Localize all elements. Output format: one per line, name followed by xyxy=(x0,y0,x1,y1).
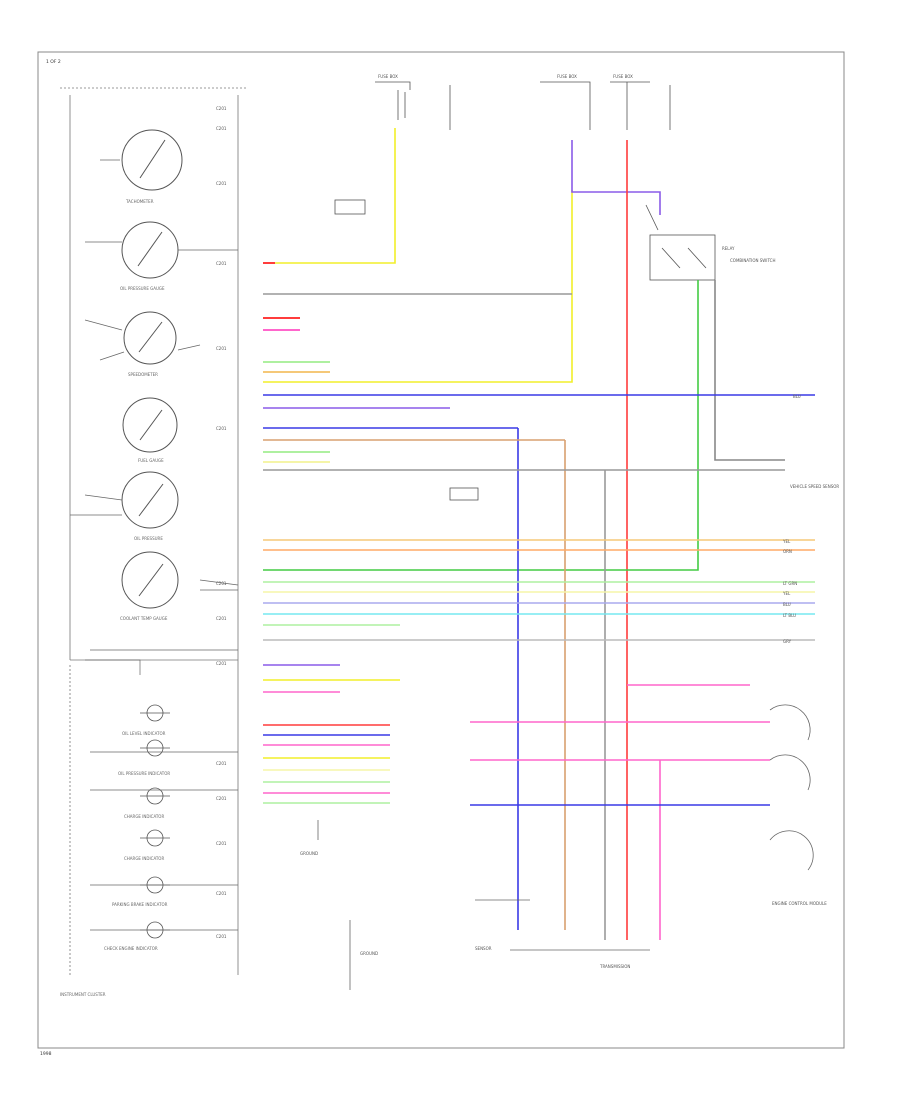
combination-switch-label: COMBINATION SWITCH xyxy=(730,258,775,263)
indicator-caption-1: OIL PRESSURE INDICATOR xyxy=(118,771,170,776)
svg-text:C201: C201 xyxy=(216,581,227,586)
ground-label-1: GROUND xyxy=(300,851,318,856)
svg-text:BLU: BLU xyxy=(783,602,791,607)
ground-label-2: GROUND xyxy=(360,951,378,956)
gauge-coolant xyxy=(121,551,179,609)
relay xyxy=(645,204,716,281)
svg-text:C201: C201 xyxy=(216,761,227,766)
wire-yellow-vertical xyxy=(263,128,396,264)
svg-text:C201: C201 xyxy=(216,106,227,111)
diagram-frame xyxy=(37,51,845,1049)
gauge-group xyxy=(121,129,183,609)
indicator-caption-5: CHECK ENGINE INDICATOR xyxy=(104,946,158,951)
right-module xyxy=(769,704,814,871)
svg-text:C201: C201 xyxy=(216,934,227,939)
gauge-captions: TACHOMETER OIL PRESSURE GAUGE SPEEDOMETE… xyxy=(120,199,168,621)
svg-text:LT GRN: LT GRN xyxy=(783,581,797,586)
gauge-caption-speedometer: SPEEDOMETER xyxy=(128,372,158,377)
gauge-caption-oil: OIL PRESSURE xyxy=(134,536,163,541)
svg-text:C201: C201 xyxy=(216,796,227,801)
cluster-connector-labels: C201 C201 C201 C201 C201 C201 C201 C201 … xyxy=(216,106,227,939)
svg-text:C201: C201 xyxy=(216,126,227,131)
fuse-box-c-label: FUSE BOX xyxy=(613,74,633,79)
svg-text:C201: C201 xyxy=(216,346,227,351)
svg-text:LT BLU: LT BLU xyxy=(783,613,796,618)
bottom-sensor-label: SENSOR xyxy=(475,946,492,951)
gauge-caption-tachometer: TACHOMETER xyxy=(125,199,154,204)
relay-label: RELAY xyxy=(722,246,735,251)
footer-code: 1998 xyxy=(40,1051,52,1057)
indicator-caption-4: PARKING BRAKE INDICATOR xyxy=(112,902,168,907)
fuse-box-b-label: FUSE BOX xyxy=(557,74,577,79)
indicator-caption-0: OIL LEVEL INDICATOR xyxy=(122,731,166,736)
vertical-wires xyxy=(263,128,785,940)
svg-text:C201: C201 xyxy=(216,661,227,666)
svg-text:C201: C201 xyxy=(216,426,227,431)
gauge-caption-coolant: COOLANT TEMP GAUGE xyxy=(120,616,168,621)
left-stubs xyxy=(263,262,330,463)
gauge-caption-fuel: FUEL GAUGE xyxy=(138,458,164,463)
svg-text:GRY: GRY xyxy=(783,639,792,644)
gauge-speedometer xyxy=(123,311,177,365)
cluster-internal-wires xyxy=(70,159,239,931)
indicator-oil-level xyxy=(140,704,170,722)
bottom-wire-bundle xyxy=(263,664,400,804)
gauge-oil-pressure xyxy=(121,221,179,279)
svg-text:C201: C201 xyxy=(216,841,227,846)
transmission-label: TRANSMISSION xyxy=(599,964,630,969)
svg-text:YEL: YEL xyxy=(782,591,791,596)
svg-text:BLU: BLU xyxy=(793,394,801,399)
fuse-box-a-label: FUSE BOX xyxy=(378,74,398,79)
svg-text:C201: C201 xyxy=(216,616,227,621)
gauge-fuel xyxy=(122,397,178,453)
svg-text:C201: C201 xyxy=(216,181,227,186)
svg-text:ORN: ORN xyxy=(783,549,792,554)
right-module-label: ENGINE CONTROL MODULE xyxy=(772,901,827,906)
indicator-charge-1 xyxy=(140,787,170,805)
gauge-tachometer xyxy=(121,129,183,191)
indicator-oil-pressure xyxy=(140,739,170,757)
indicator-charge-2 xyxy=(140,829,170,847)
wire-violet-vertical xyxy=(571,140,661,215)
wire-green-vertical xyxy=(263,280,699,571)
gauge-oil xyxy=(121,471,179,529)
center-connector-icon xyxy=(334,199,479,501)
indicator-caption-3: CHARGE INDICATOR xyxy=(124,856,164,861)
indicator-captions: OIL LEVEL INDICATOR OIL PRESSURE INDICAT… xyxy=(104,731,170,951)
cluster-label: INSTRUMENT CLUSTER xyxy=(60,992,106,997)
svg-text:C201: C201 xyxy=(216,261,227,266)
horizontal-wires xyxy=(263,293,815,806)
wire-yellow-long xyxy=(263,190,573,383)
bottom-components xyxy=(317,820,650,990)
vehicle-speed-sensor-label: VEHICLE SPEED SENSOR xyxy=(790,484,839,489)
gauge-caption-oil-pressure: OIL PRESSURE GAUGE xyxy=(120,286,165,291)
fuse-box-a xyxy=(375,81,451,130)
fuse-box-b xyxy=(540,81,671,130)
indicator-caption-2: CHARGE INDICATOR xyxy=(124,814,164,819)
svg-text:C201: C201 xyxy=(216,891,227,896)
right-edge-labels: BLU YEL ORN LT GRN YEL BLU LT BLU GRY xyxy=(782,394,801,644)
svg-text:YEL: YEL xyxy=(782,539,791,544)
wire-gray-vertical-2 xyxy=(714,280,785,461)
diagram-title: 1 OF 2 xyxy=(46,59,61,65)
